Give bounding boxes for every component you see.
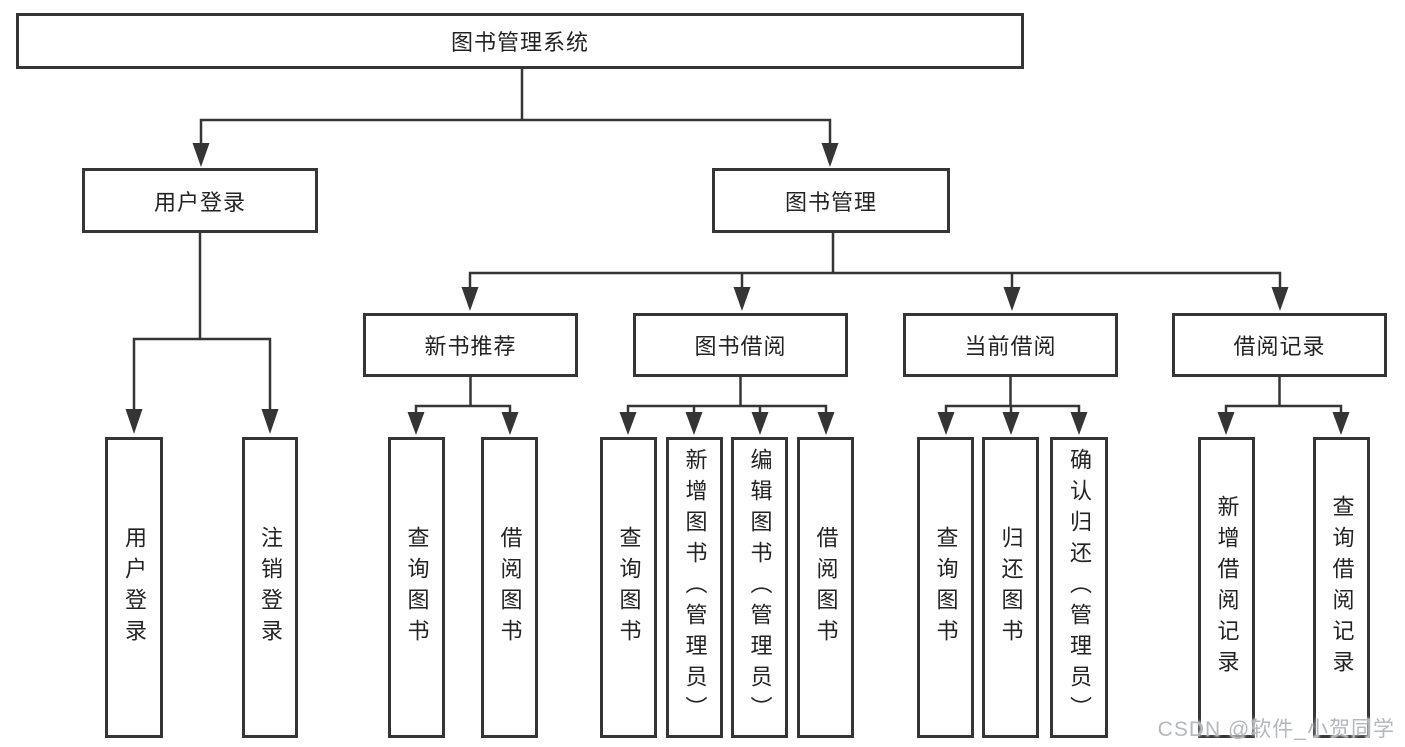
leaf-borrow-add-books-admin: 新增图书（管理员） (666, 437, 723, 738)
arrowhead-current-borrow (1003, 287, 1021, 311)
node-user-login: 用户登录 (82, 168, 318, 233)
arrowhead-cb-return (1002, 412, 1020, 435)
node-root: 图书管理系统 (16, 13, 1024, 69)
leaf-user-login: 用户登录 (105, 437, 163, 738)
leaf-borrow-edit-books-admin: 编辑图书（管理员） (731, 437, 788, 738)
node-current-borrow-label: 当前借阅 (964, 334, 1057, 359)
arrowhead-new-book (461, 287, 479, 311)
wire-new-book-rail (414, 404, 512, 414)
node-borrow-records-label: 借阅记录 (1233, 334, 1326, 359)
node-user-login-label: 用户登录 (153, 189, 246, 215)
leaf-borrow-borrow-books-label: 借阅图书 (813, 525, 839, 650)
node-new-book-recommend-label: 新书推荐 (424, 334, 517, 359)
wire-book-mgmt-rail (468, 271, 1282, 290)
leaf-newbook-query-books: 查询图书 (388, 437, 445, 738)
node-book-borrow: 图书借阅 (633, 313, 848, 377)
leaf-borrow-add-books-admin-label: 新增图书（管理员） (682, 448, 708, 727)
arrowhead-book-mgmt (821, 143, 839, 167)
leaf-borrow-query-books: 查询图书 (600, 437, 657, 738)
leaf-borrow-query-books-label: 查询图书 (616, 525, 642, 650)
arrowhead-leaf-user-login (125, 409, 143, 434)
leaf-current-query-books: 查询图书 (917, 437, 974, 738)
wire-user-login-rail (132, 337, 272, 412)
arrowhead-bb-edit (751, 412, 769, 435)
arrowhead-cb-query (937, 412, 955, 435)
arrowhead-leaf-logout (261, 409, 279, 434)
leaf-borrow-edit-books-admin-label: 编辑图书（管理员） (747, 448, 773, 727)
leaf-current-return-books-label: 归还图书 (998, 525, 1024, 650)
wire-records-rail (1224, 404, 1343, 414)
leaf-current-confirm-return-admin: 确认归还（管理员） (1050, 437, 1108, 738)
node-new-book-recommend: 新书推荐 (363, 313, 578, 377)
leaf-logout: 注销登录 (242, 437, 298, 738)
node-book-management: 图书管理 (712, 168, 950, 233)
leaf-records-query-record: 查询借阅记录 (1313, 437, 1370, 738)
leaf-user-login-label: 用户登录 (122, 525, 147, 650)
arrowhead-br-query (1332, 412, 1350, 435)
node-book-management-label: 图书管理 (784, 189, 877, 215)
arrowhead-user-login (192, 143, 210, 167)
leaf-newbook-query-books-label: 查询图书 (404, 525, 430, 650)
node-root-label: 图书管理系统 (450, 30, 589, 55)
arrowhead-book-borrow (733, 287, 751, 311)
node-borrow-records: 借阅记录 (1172, 313, 1387, 377)
arrowhead-bb-add (685, 412, 703, 435)
leaf-logout-label: 注销登录 (258, 525, 283, 650)
arrowhead-br-add (1217, 412, 1235, 435)
node-book-borrow-label: 图书借阅 (694, 334, 787, 359)
leaf-current-query-books-label: 查询图书 (933, 525, 959, 650)
leaf-records-add-record-label: 新增借阅记录 (1214, 494, 1240, 681)
leaf-current-return-books: 归还图书 (982, 437, 1039, 738)
arrowhead-cb-confirm (1070, 412, 1088, 435)
wire-borrow-rail (626, 404, 828, 414)
watermark: CSDN @软件_小贺同学 (1157, 718, 1395, 741)
arrowhead-bb-query (619, 412, 637, 435)
arrowhead-bb-borrow (817, 412, 835, 435)
leaf-newbook-borrow-books: 借阅图书 (481, 437, 538, 738)
wire-level1-rail (199, 118, 832, 146)
leaf-borrow-borrow-books: 借阅图书 (797, 437, 854, 738)
leaf-newbook-borrow-books-label: 借阅图书 (497, 525, 523, 650)
leaf-records-query-record-label: 查询借阅记录 (1329, 494, 1355, 681)
wire-current-rail (944, 404, 1081, 414)
arrowhead-nb-query (407, 412, 425, 435)
leaf-records-add-record: 新增借阅记录 (1198, 437, 1255, 738)
leaf-current-confirm-return-admin-label: 确认归还（管理员） (1067, 448, 1092, 727)
arrowhead-nb-borrow (501, 412, 519, 435)
node-current-borrow: 当前借阅 (903, 313, 1118, 377)
arrowhead-borrow-records (1271, 287, 1289, 311)
